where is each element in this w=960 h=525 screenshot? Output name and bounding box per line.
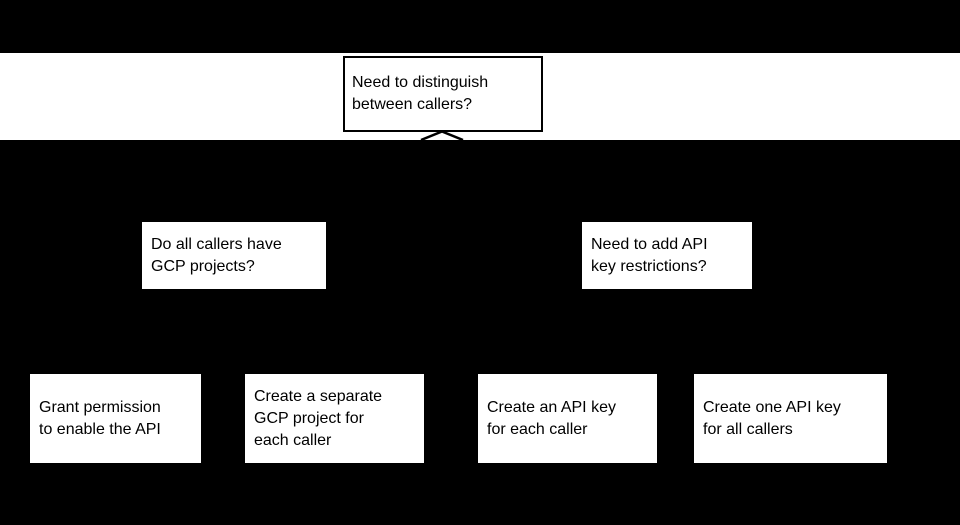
question-node-label: Do all callers have GCP projects? [151, 235, 282, 275]
action-node-api-key-all-callers: Create one API key for all callers [694, 374, 887, 463]
decision-node-label: Need to distinguish between callers? [352, 74, 489, 113]
action-node-label: Create an API key for each caller [487, 398, 616, 438]
action-node-api-key-each-caller: Create an API key for each caller [478, 374, 657, 463]
question-node-gcp-projects: Do all callers have GCP projects? [142, 222, 326, 289]
action-node-separate-gcp-project: Create a separate GCP project for each c… [245, 374, 424, 463]
action-node-label: Grant permission to enable the API [39, 398, 161, 438]
question-node-api-key-restrictions: Need to add API key restrictions? [582, 222, 752, 289]
action-node-label: Create one API key for all callers [703, 398, 841, 438]
question-node-label: Need to add API key restrictions? [591, 235, 708, 275]
action-node-label: Create a separate GCP project for each c… [254, 387, 383, 449]
diamond-tip-connector-icon [420, 130, 464, 140]
decision-node-distinguish-callers: Need to distinguish between callers? [343, 56, 543, 132]
action-node-grant-permission: Grant permission to enable the API [30, 374, 201, 463]
